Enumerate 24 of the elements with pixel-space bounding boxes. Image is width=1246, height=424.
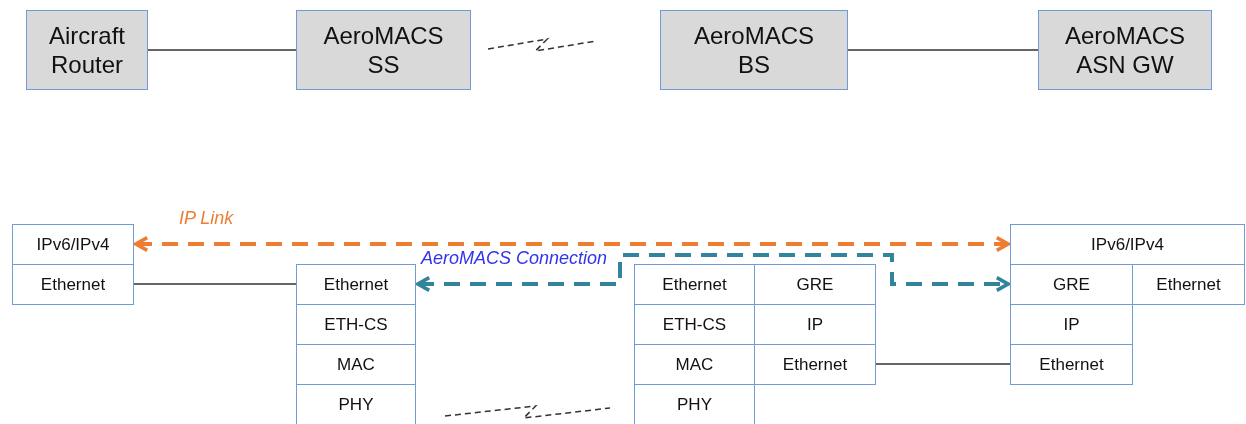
double-headed-arrow (134, 235, 1010, 253)
double-headed-arrow (416, 253, 1010, 293)
protocol-layer-cell: PHY (634, 384, 755, 424)
device-box: AeroMACS ASN GW (1038, 10, 1212, 90)
protocol-layer-cell: ETH-CS (296, 304, 416, 345)
device-box: AeroMACS SS (296, 10, 471, 90)
protocol-layer-cell: Ethernet (1132, 264, 1245, 305)
connector-line (147, 49, 297, 51)
protocol-layer-cell: Ethernet (634, 264, 755, 305)
protocol-layer-cell: Ethernet (1010, 344, 1133, 385)
protocol-layer-cell: IPv6/IPv4 (1010, 224, 1245, 265)
connector-line (875, 363, 1011, 365)
connector-line (133, 283, 297, 285)
protocol-layer-cell: Ethernet (12, 264, 134, 305)
device-box: Aircraft Router (26, 10, 148, 90)
protocol-layer-cell: IPv6/IPv4 (12, 224, 134, 265)
connector-line (847, 49, 1039, 51)
protocol-layer-cell: Ethernet (296, 264, 416, 305)
device-box: AeroMACS BS (660, 10, 848, 90)
protocol-layer-cell: MAC (296, 344, 416, 385)
protocol-layer-cell: Ethernet (754, 344, 876, 385)
protocol-layer-cell: GRE (754, 264, 876, 305)
protocol-layer-cell: IP (1010, 304, 1133, 345)
protocol-layer-cell: PHY (296, 384, 416, 424)
